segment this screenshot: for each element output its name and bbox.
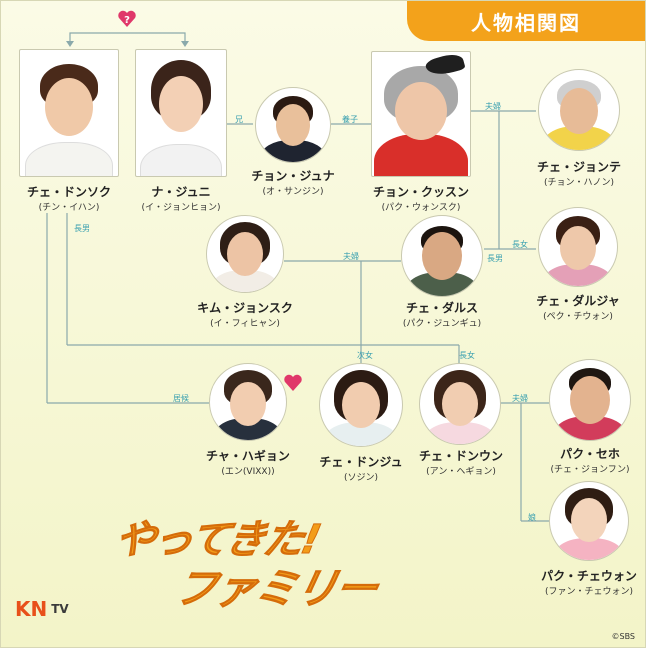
relation-label-r4: 長男 [74,224,90,233]
name-c10: チェ・ドンジュ [319,455,403,469]
heart-icon [284,374,302,391]
show-logo: やってきた! ファミリー [110,499,446,614]
portrait-cha-hagyeong [209,363,287,441]
name-c5: チェ・ジョンテ [536,160,622,174]
name-c13: パク・チェウォン [541,569,637,583]
relation-label-r10: 居候 [173,394,189,403]
name-c3: チョン・ジュナ [251,169,335,183]
copyright: ©SBS [611,632,635,641]
actor-c3: (オ・サンジン) [262,187,324,197]
portrait-jeong-kukseun [371,51,471,177]
channel-mark: KN [15,597,48,621]
actor-c13: (ファン・チェウォン) [544,587,634,597]
relation-label-r5: 夫婦 [343,252,359,261]
portrait-choi-daljya [538,207,618,287]
portrait-choi-jeongte [538,69,620,151]
channel-tv: TV [51,602,69,616]
relation-label-r8: 次女 [357,351,373,360]
name-c1: チェ・ドンソク [26,185,112,199]
title-badge: 人物相関図 [407,1,645,41]
actor-c1: (チン・イハン) [38,203,100,213]
portrait-kim-jeongsuk [206,215,284,293]
portrait-jeong-junha [255,87,331,163]
name-c4: チョン・クッスン [372,185,470,199]
actor-c12: (チェ・ジョンフン) [550,465,630,475]
portrait-park-seho [549,359,631,441]
actor-c9: (エン(VIXX)) [221,467,275,477]
actor-c7: (パク・ジュンギュ) [402,319,482,329]
actor-c11: (アン・ヘギョン) [426,467,496,477]
portrait-choi-dongju [319,363,403,447]
actor-c8: (ペク・チウォン) [543,312,613,322]
relation-label-r3: 夫婦 [485,102,501,111]
relation-label-r2: 養子 [342,115,358,124]
name-c8: チェ・ダルジャ [536,294,620,308]
portrait-na-juni [135,49,227,177]
name-c6: キム・ジョンスク [197,301,293,315]
actor-c5: (チョン・ハノン) [543,178,615,188]
name-c9: チャ・ハギョン [206,449,290,463]
relation-label-r12: 娘 [528,513,536,522]
show-logo-line2: ファミリー [170,564,381,614]
portrait-choi-dongseok [19,49,119,177]
actor-c6: (イ・フィヒャン) [210,319,280,329]
actor-c10: (ソジン) [343,473,379,483]
portrait-park-chaewon [549,481,629,561]
relation-label-r11: 夫婦 [512,394,528,403]
relation-label-r7: 長男 [487,254,503,263]
actor-c4: (パク・ウォンスク) [381,203,461,213]
question-heart-icon: ? [118,10,136,28]
svg-text:?: ? [124,15,130,26]
channel-logo: KN TV [15,597,69,621]
relation-label-r9: 長女 [459,351,475,360]
relation-label-r6: 長女 [512,240,528,249]
chart-title: 人物相関図 [471,10,581,35]
actor-c2: (イ・ジョンヒョン) [141,203,221,213]
name-c2: ナ・ジュニ [151,185,211,199]
name-c7: チェ・ダルス [405,301,479,315]
portrait-choi-dongun [419,363,501,445]
relation-label-r1: 兄 [235,115,243,124]
name-c11: チェ・ドンウン [418,449,504,463]
name-c12: パク・セホ [560,447,620,461]
portrait-choi-dalsu [401,215,483,297]
